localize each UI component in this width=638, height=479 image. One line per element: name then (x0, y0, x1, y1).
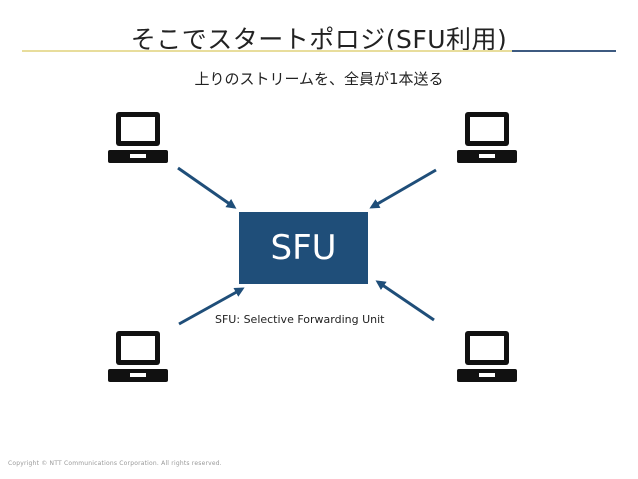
copyright-footer: Copyright © NTT Communications Corporati… (8, 460, 222, 467)
slide-subtitle: 上りのストリームを、全員が1本送る (194, 70, 444, 88)
title-underline (22, 50, 616, 52)
sfu-node-label: SFU (270, 228, 337, 268)
slide-title: そこでスタートポロジ(SFU利用) (130, 25, 508, 54)
laptop-icon (108, 331, 168, 382)
sfu-node: SFU (239, 212, 368, 284)
arrow-top-right-to-sfu (369, 168, 437, 209)
laptop-icon (108, 112, 168, 163)
sfu-caption: SFU: Selective Forwarding Unit (215, 313, 385, 326)
arrow-top-left-to-sfu (177, 166, 237, 209)
underline-segment-yellow (22, 50, 512, 52)
laptop-icon (457, 331, 517, 382)
underline-segment-blue (512, 50, 616, 52)
laptop-icon (457, 112, 517, 163)
arrow-bottom-right-to-sfu (375, 280, 435, 322)
